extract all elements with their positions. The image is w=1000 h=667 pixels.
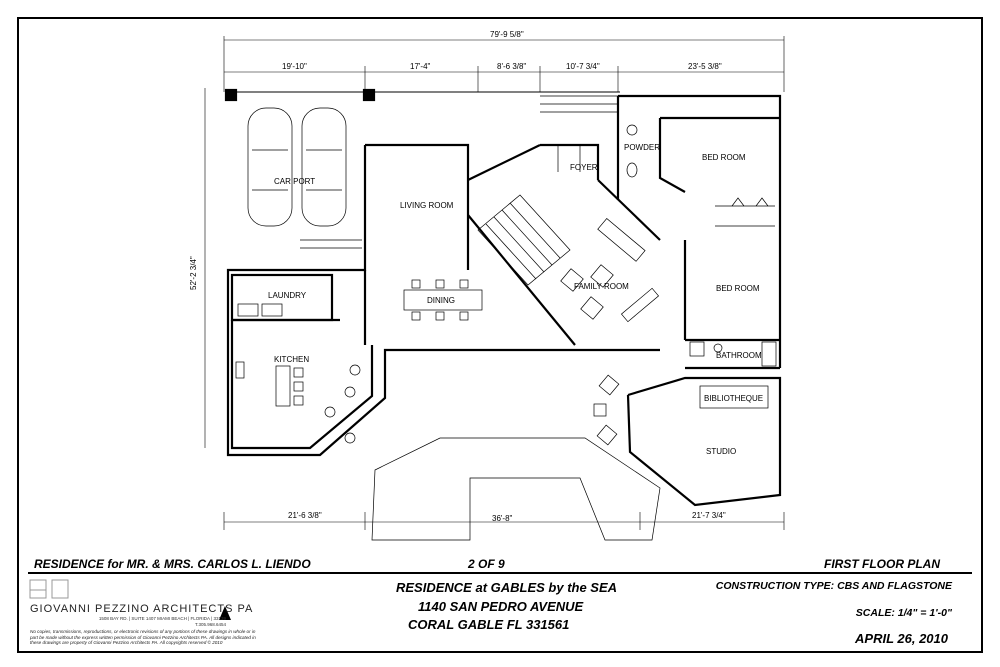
dim-bottom-3: 21'-7 3/4"	[692, 511, 726, 520]
label-bed-room-2: BED ROOM	[716, 284, 760, 293]
top-dimension-lines	[223, 36, 785, 92]
dim-bottom-2: 36'-8"	[492, 514, 513, 523]
firm-address: 1508 BAY RD. | SUITE 1407 MIAMI BEACH | …	[98, 616, 226, 627]
label-studio: STUDIO	[706, 447, 736, 456]
label-bathroom: BATHROOM	[716, 351, 762, 360]
project-city: CORAL GABLE FL 331561	[408, 617, 570, 632]
dim-top-3: 8'-6 3/8"	[497, 62, 526, 71]
drawing-date: APRIL 26, 2010	[855, 631, 948, 646]
label-family-room: FAMILY ROOM	[574, 282, 629, 291]
client-title: RESIDENCE for MR. & MRS. CARLOS L. LIEND…	[34, 557, 311, 571]
bottom-dimension-lines	[223, 512, 785, 530]
dim-left-height: 52'-2 3/4"	[189, 256, 198, 290]
firm-logo-icon	[29, 579, 69, 599]
copyright-note: No copies, transmissions, reproductions,…	[30, 629, 256, 646]
label-kitchen: KITCHEN	[274, 355, 309, 364]
sheet-number: 2 OF 9	[468, 557, 505, 571]
label-dining: DINING	[427, 296, 455, 305]
project-address: 1140 SAN PEDRO AVENUE	[418, 599, 584, 614]
sheet-border	[17, 17, 983, 653]
label-foyer: FOYER	[570, 163, 598, 172]
dim-top-2: 17'-4"	[410, 62, 431, 71]
label-laundry: LAUNDRY	[268, 291, 307, 300]
label-bed-room-1: BED ROOM	[702, 153, 746, 162]
walls	[224, 88, 782, 507]
dim-top-4: 10'-7 3/4"	[566, 62, 600, 71]
drawing-scale: SCALE: 1/4" = 1'-0"	[855, 607, 952, 619]
dim-overall-top: 79'-9 5/8"	[490, 30, 524, 39]
dim-top-1: 19'-10"	[282, 62, 307, 71]
fixtures	[235, 95, 777, 541]
project-name: RESIDENCE at GABLES by the SEA	[396, 580, 618, 595]
compass-icon	[219, 606, 231, 620]
plan-name: FIRST FLOOR PLAN	[824, 557, 940, 571]
label-bibliotheque: BIBLIOTHEQUE	[704, 394, 763, 403]
construction-type: CONSTRUCTION TYPE: CBS AND FLAGSTONE	[715, 580, 952, 592]
label-car-port: CAR PORT	[274, 177, 315, 186]
firm-name: GIOVANNI PEZZINO ARCHITECTS PA	[30, 603, 254, 615]
dim-top-5: 23'-5 3/8"	[688, 62, 722, 71]
dim-bottom-1: 21'-6 3/8"	[288, 511, 322, 520]
label-powder: POWDER	[624, 143, 660, 152]
label-living-room: LIVING ROOM	[400, 201, 454, 210]
